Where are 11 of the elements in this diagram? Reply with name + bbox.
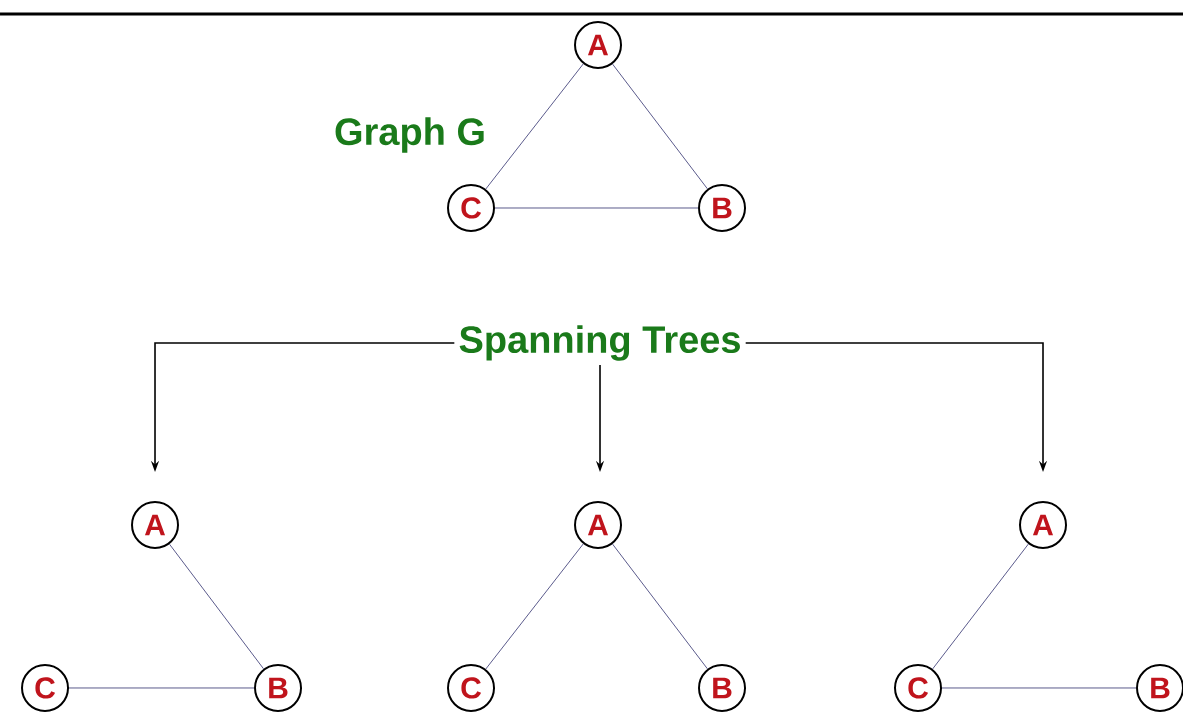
graph-edge	[612, 543, 708, 670]
heading: Spanning Trees	[459, 325, 740, 361]
graph-title: Graph G	[335, 117, 484, 153]
graph-edge	[941, 687, 1137, 689]
graph-edge	[68, 687, 255, 689]
graph-edge	[485, 543, 584, 670]
graph-edge	[485, 63, 584, 190]
graph-edge	[932, 543, 1029, 670]
graph-edge	[494, 207, 699, 209]
graph-edge	[612, 63, 708, 190]
graph-edge	[168, 543, 265, 670]
